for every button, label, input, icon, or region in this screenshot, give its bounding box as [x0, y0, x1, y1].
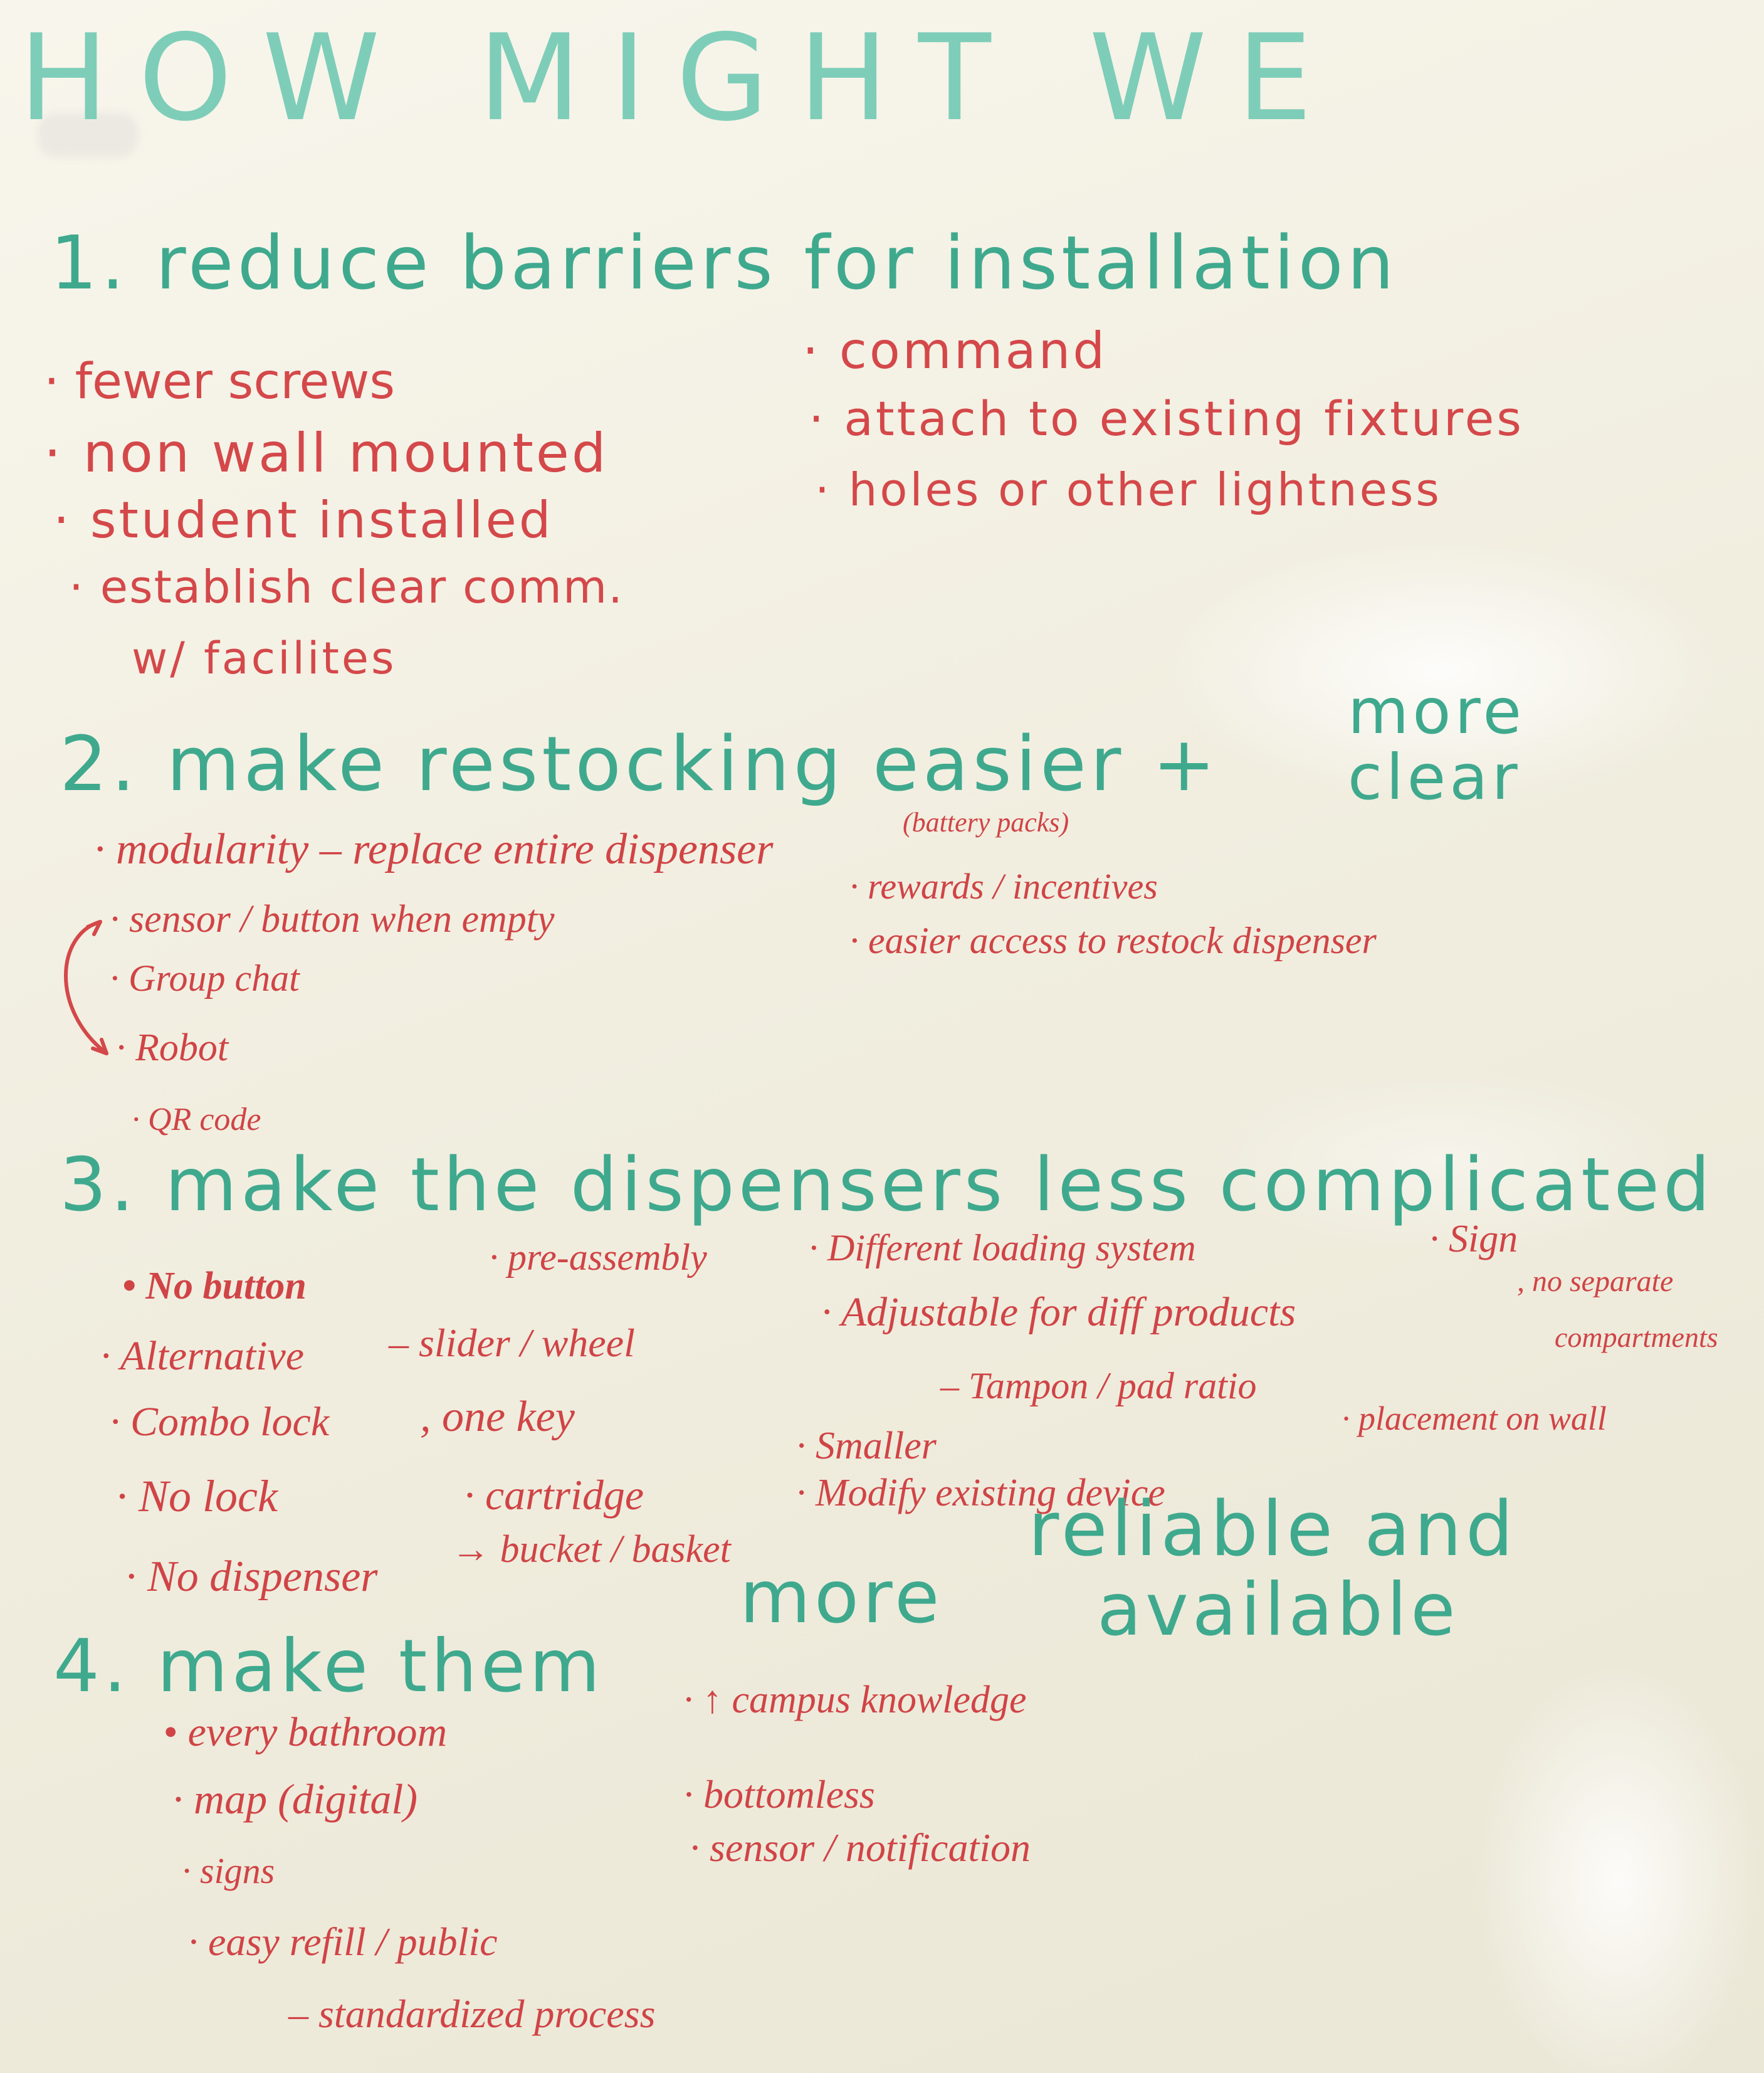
section-3-col1-item: · No lock: [116, 1471, 278, 1521]
section-4-right-item: · bottomless: [683, 1772, 875, 1817]
section-2-left-item: · Group chat: [110, 957, 300, 999]
section-2-top-item: · modularity – replace entire dispenser: [94, 825, 774, 873]
section-4-heading-more: more: [740, 1555, 943, 1640]
curved-arrow-icon: [64, 920, 108, 1055]
section-3-col3-item: · Adjustable for diff products: [821, 1289, 1296, 1335]
section-2-heading: 2. make restocking easier +: [60, 721, 1220, 808]
section-1-heading: 1. reduce barriers for installation: [50, 219, 1398, 306]
section-1-left-item: · non wall mounted: [44, 422, 609, 485]
section-3-col1-item: · Combo lock: [110, 1399, 330, 1445]
section-3-col4-item: · Sign: [1429, 1218, 1518, 1260]
section-3-col1-item: · Alternative: [100, 1333, 305, 1379]
eraser-smudge: [38, 113, 138, 157]
section-3-col1-item: • No button: [122, 1265, 307, 1307]
light-glare: [1473, 1662, 1761, 2073]
section-3-col1-item: · No dispenser: [125, 1553, 378, 1601]
section-3-col2-item: · pre-assembly: [489, 1237, 707, 1278]
section-1-left-item: · establish clear comm.: [69, 561, 624, 613]
section-3-col2-item: · cartridge: [464, 1471, 644, 1519]
section-3-col4-item: , no separate: [1517, 1265, 1674, 1298]
section-3-col3-item: · Modify existing device: [796, 1472, 1165, 1514]
section-3-col3-item: · Smaller: [796, 1425, 937, 1467]
section-4-left-item: · signs: [182, 1850, 275, 1891]
section-3-col4-item: · placement on wall: [1341, 1400, 1607, 1437]
section-1-left-item: · student installed: [53, 491, 554, 549]
section-3-col2-item: – slider / wheel: [389, 1321, 635, 1365]
section-2-left-item: · QR code: [132, 1102, 261, 1137]
section-1-left-item: · fewer screws: [44, 354, 395, 410]
section-4-left-item: – standardized process: [288, 1991, 656, 2036]
section-3-heading: 3. make the dispensers less complicated: [60, 1141, 1714, 1228]
section-2-right-item: · rewards / incentives: [849, 866, 1158, 907]
section-3-col3-item: · Different loading system: [809, 1227, 1196, 1269]
section-4-left-item: · easy refill / public: [188, 1919, 498, 1964]
section-4-heading-extra: available: [1097, 1568, 1459, 1652]
section-1-left-item: w/ facilites: [132, 633, 397, 684]
section-4-right-item: · ↑ campus knowledge: [683, 1679, 1027, 1721]
section-4-right-item: · sensor / notification: [690, 1825, 1031, 1870]
section-3-col4-item: compartments: [1555, 1321, 1718, 1353]
page-title: HOW MIGHT WE: [19, 9, 1343, 147]
section-1-right-item: · attach to existing fixtures: [809, 391, 1524, 446]
section-2-left-item: · sensor / button when empty: [110, 898, 555, 941]
section-1-right-item: · holes or other lightness: [815, 463, 1442, 516]
section-2-heading-extra: more: [1348, 675, 1526, 748]
section-2-left-item: · Robot: [116, 1026, 229, 1069]
section-4-left-item: • every bathroom: [163, 1709, 448, 1755]
section-3-col2-item: → bucket / basket: [451, 1528, 731, 1571]
section-2-right-item: · easier access to restock dispenser: [849, 920, 1377, 961]
section-4-left-item: · map (digital): [172, 1775, 417, 1823]
section-2-top-item-note: (battery packs): [903, 807, 1069, 838]
section-1-right-item: · command: [802, 322, 1108, 380]
section-3-col2-item: , one key: [420, 1393, 575, 1441]
section-4-heading: 4. make them: [53, 1624, 604, 1709]
section-4-heading-extra: reliable and: [1028, 1486, 1517, 1573]
section-2-heading-extra: clear: [1348, 741, 1521, 814]
section-3-col3-item: – Tampon / pad ratio: [940, 1365, 1257, 1406]
